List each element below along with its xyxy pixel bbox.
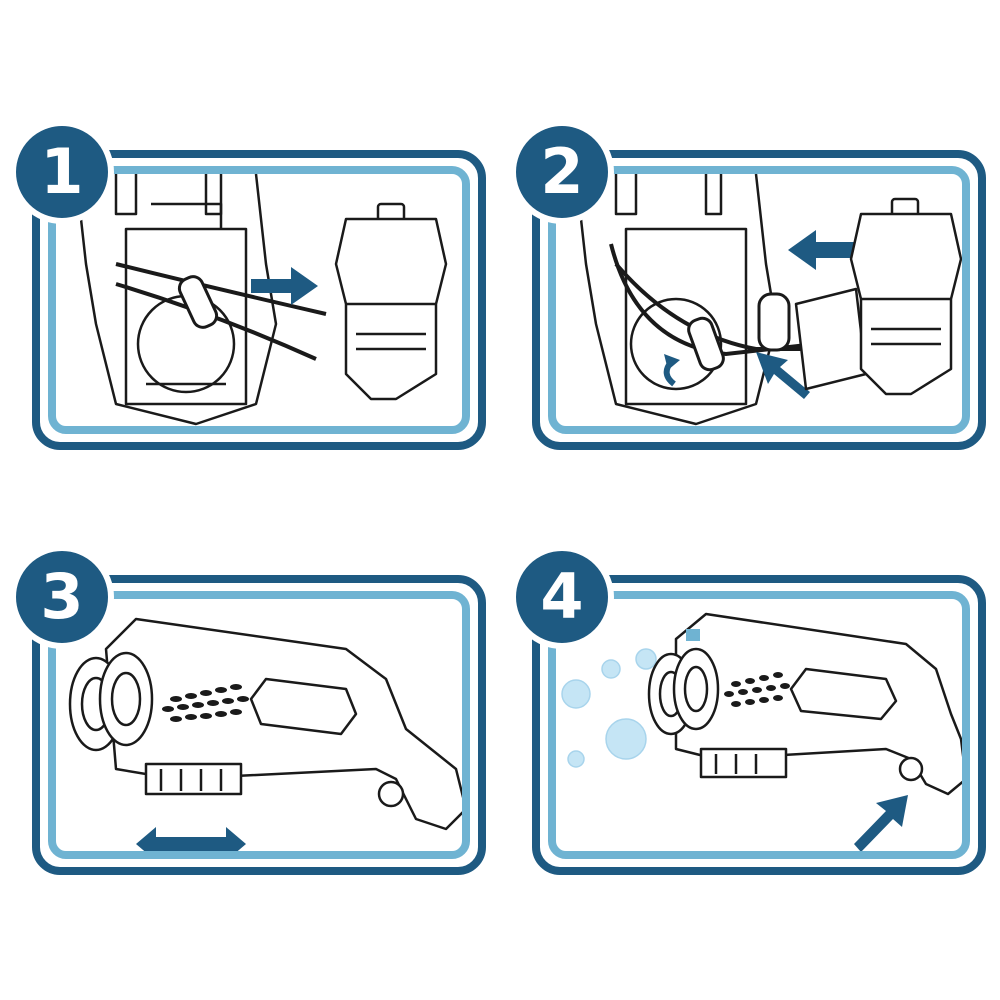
step-badge: 1	[10, 120, 114, 224]
panel-inner	[548, 166, 970, 434]
attach-cap-icon	[74, 174, 448, 426]
insert-cartridge-icon	[574, 174, 962, 426]
step-number: 4	[540, 560, 584, 633]
step-panel-3: 3	[10, 545, 490, 885]
panel-frame	[532, 150, 986, 450]
step-badge: 3	[10, 545, 114, 649]
step-badge: 2	[510, 120, 614, 224]
step-number: 3	[40, 560, 84, 633]
panel-inner	[548, 591, 970, 859]
step-panel-4: 4	[510, 545, 990, 885]
pull-trigger-icon	[561, 612, 962, 851]
step-badge: 4	[510, 545, 614, 649]
panel-frame	[32, 150, 486, 450]
step-number: 2	[540, 135, 584, 208]
step-number: 1	[40, 135, 84, 208]
panel-inner	[48, 591, 470, 859]
step-panel-2: 2	[510, 120, 990, 460]
pump-slide-icon	[68, 617, 462, 851]
step-panel-1: 1	[10, 120, 490, 460]
panel-inner	[48, 166, 470, 434]
panel-frame	[32, 575, 486, 875]
panel-frame	[532, 575, 986, 875]
